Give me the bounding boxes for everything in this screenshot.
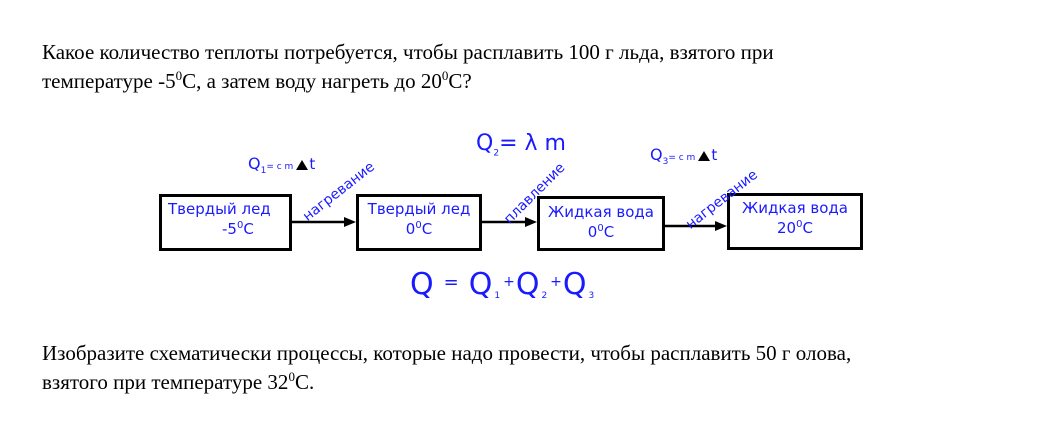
arrow-2-head <box>525 217 537 227</box>
problem-2-line-2: взятого при температуре 320С. <box>42 369 315 394</box>
problem-1-line-2: температуре -50С, а затем воду нагреть д… <box>42 68 472 93</box>
problem-2-text: Изобразите схематически процессы, которы… <box>42 339 979 397</box>
delta-icon <box>296 160 309 170</box>
state-box-liquid-water-0: Жидкая вода 00С <box>537 196 665 251</box>
state-1-name: Твердый лед <box>168 200 271 218</box>
state-4-name: Жидкая вода <box>742 199 848 217</box>
state-3-name: Жидкая вода <box>548 203 654 221</box>
delta-icon <box>698 151 711 161</box>
state-4-temperature: 200С <box>777 219 813 237</box>
state-box-liquid-water-20: Жидкая вода 200С <box>727 193 863 250</box>
formula-q2: Q2= λ m <box>476 131 566 159</box>
problem-1-line-1: Какое количество теплоты потребуется, чт… <box>42 40 774 64</box>
state-box-solid-ice-0: Твердый лед 00С <box>356 194 482 251</box>
state-1-temperature: -50С <box>222 220 254 238</box>
state-2-name: Твердый лед <box>367 200 471 218</box>
state-box-solid-ice-minus5: Твердый лед -50С <box>159 194 292 251</box>
problem-1-text: Какое количество теплоты потребуется, чт… <box>42 38 979 96</box>
arrow-3-head <box>715 221 727 231</box>
state-2-temperature: 00С <box>405 220 433 238</box>
problem-2-line-1: Изобразите схематически процессы, которы… <box>42 341 852 365</box>
arrow-1-head <box>344 217 356 227</box>
state-3-temperature: 00С <box>587 223 615 241</box>
